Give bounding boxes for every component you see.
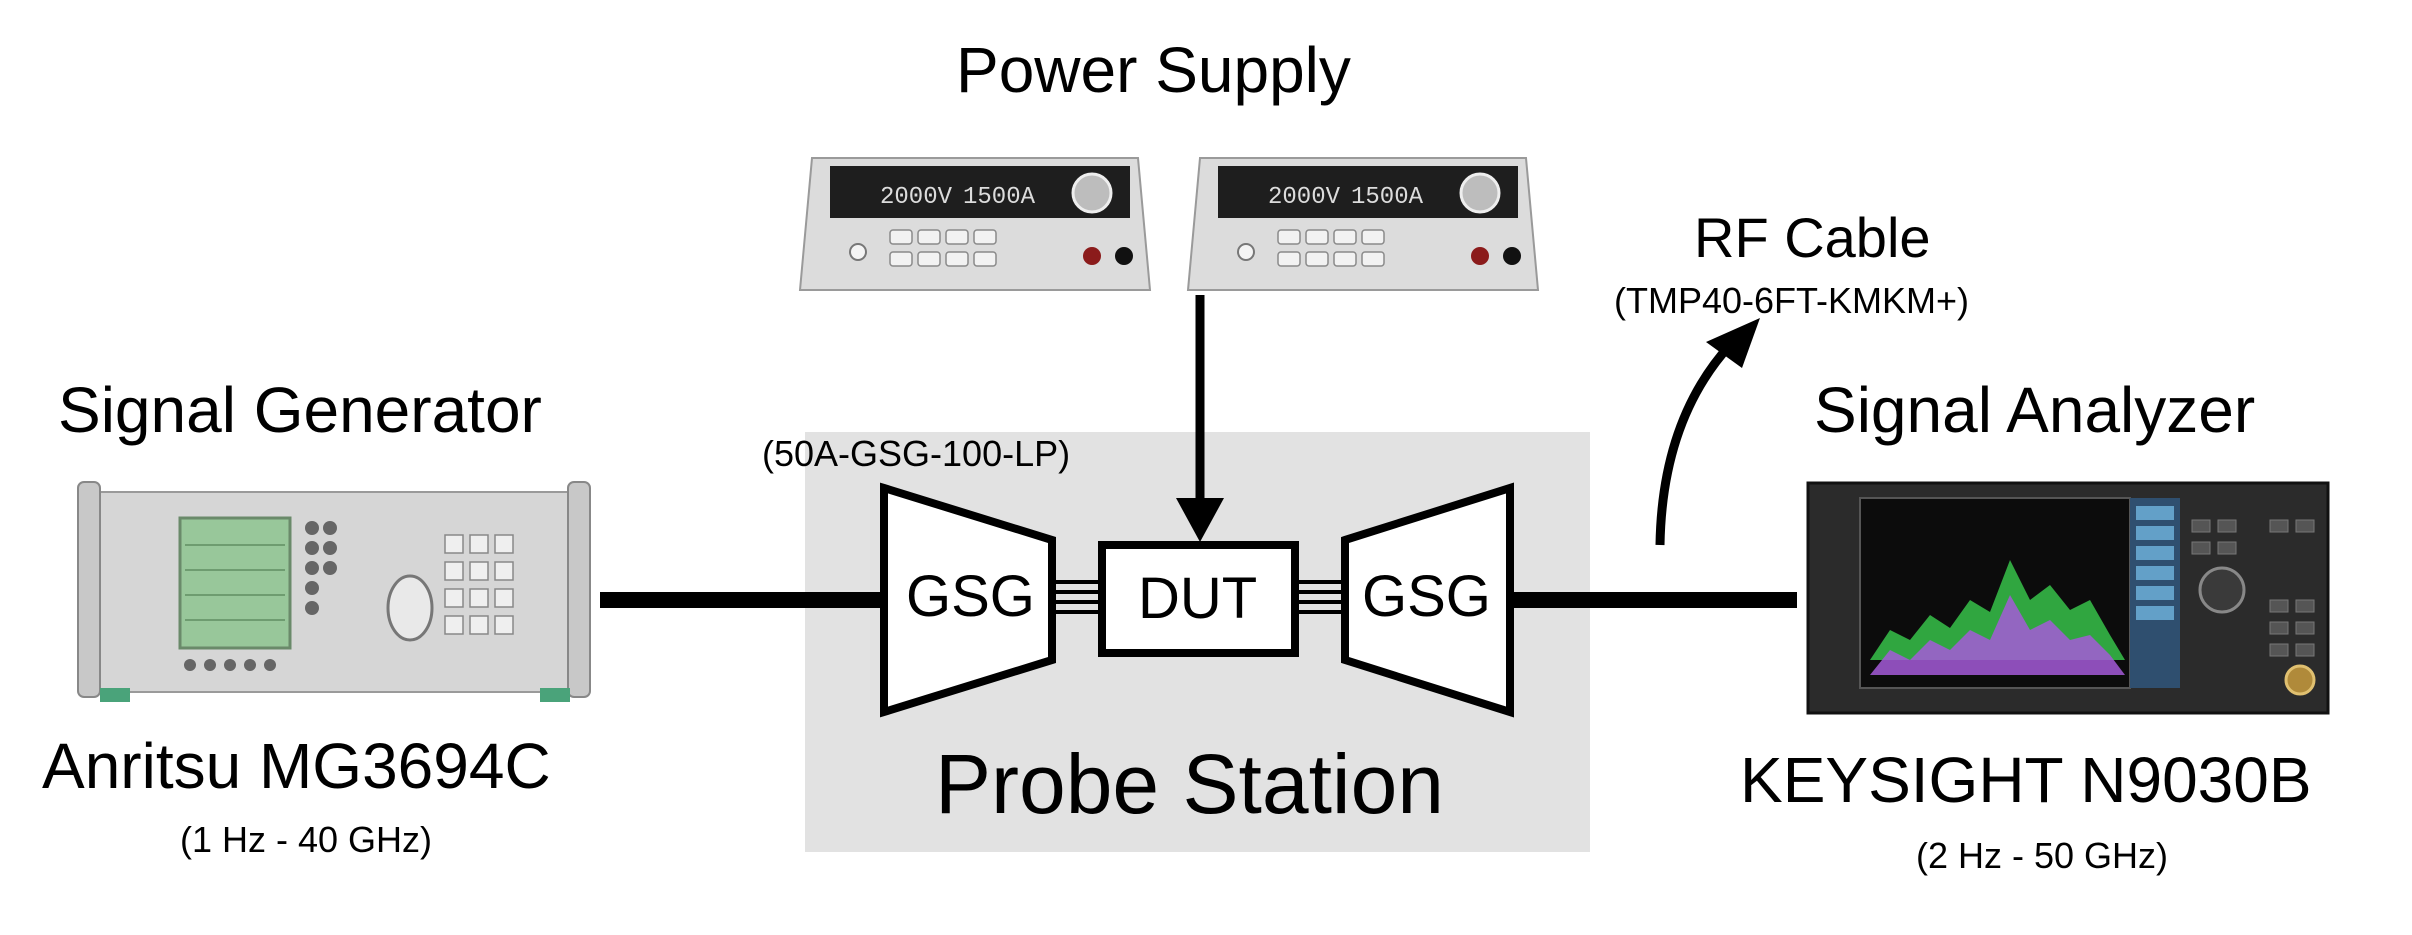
signal-analyzer-range: (2 Hz - 50 GHz) — [1916, 835, 2169, 876]
probe-station-title: Probe Station — [935, 737, 1445, 831]
signal-generator-title: Signal Generator — [58, 374, 542, 446]
rf-cable-arrowhead — [1706, 318, 1760, 368]
power-supply-2-current-readout: 1500A — [1351, 184, 1424, 211]
rf-cable-model: (TMP40-6FT-KMKM+) — [1614, 280, 1970, 321]
power-supply-1-current-readout: 1500A — [963, 184, 1036, 211]
spectrum-trace-purple — [1870, 595, 2125, 675]
left-gsg-probe — [880, 482, 1056, 718]
power-supply-1-voltage-readout: 2000V — [880, 184, 953, 211]
power-supply-title: Power Supply — [956, 34, 1351, 106]
signal-analyzer-title: Signal Analyzer — [1814, 374, 2256, 446]
dut-box — [1098, 541, 1299, 657]
signal-generator-image — [77, 481, 591, 702]
left-probe-tips — [1052, 580, 1102, 614]
power-supply-unit-2: 2000V 1500A — [1186, 157, 1540, 291]
probe-model-label: (50A-GSG-100-LP) — [762, 433, 1071, 474]
signal-generator-model: Anritsu MG3694C — [42, 730, 551, 802]
power-supply-2-voltage-readout: 2000V — [1268, 184, 1341, 211]
signal-analyzer-image — [1806, 481, 2330, 715]
right-gsg-probe — [1341, 482, 1514, 718]
right-probe-tips — [1295, 580, 1345, 614]
rf-cable-title: RF Cable — [1694, 206, 1931, 269]
power-supply-unit-1: 2000V 1500A — [798, 157, 1152, 291]
signal-generator-range: (1 Hz - 40 GHz) — [180, 819, 433, 860]
left-probe-label: GSG — [906, 564, 1035, 629]
signal-analyzer-model: KEYSIGHT N9030B — [1740, 744, 2312, 816]
power-supply-arrowhead — [1176, 498, 1224, 542]
dut-label: DUT — [1138, 566, 1258, 631]
rf-cable-arrow — [1655, 341, 1734, 546]
right-probe-label: GSG — [1362, 564, 1491, 629]
